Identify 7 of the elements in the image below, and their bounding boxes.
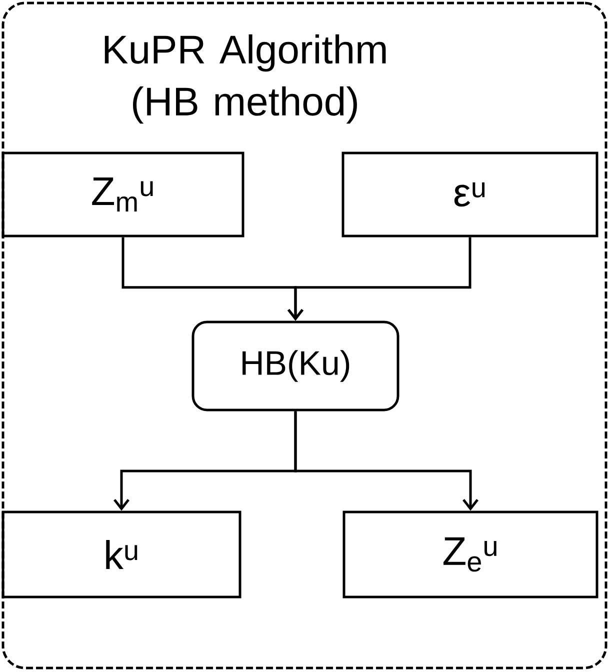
arrow	[294, 411, 478, 511]
value-box: k$^{u}$	[2, 510, 242, 598]
process-box: HB(Ku)	[192, 320, 400, 412]
value-box: ε$^{u}$	[342, 152, 598, 238]
value-box: Z$_{e}$$^{u}$	[342, 510, 598, 598]
arrow	[288, 237, 472, 321]
value-box: Z$_{m}$$^{u}$	[2, 152, 244, 238]
